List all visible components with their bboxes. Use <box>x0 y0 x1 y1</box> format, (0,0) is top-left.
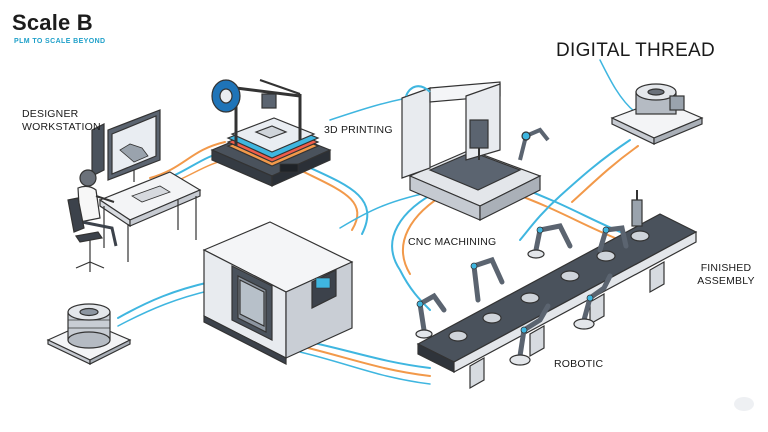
3d-printer-icon <box>212 80 330 186</box>
label-finished-assembly: FINISHED ASSEMBLY <box>696 262 756 288</box>
page-title: DIGITAL THREAD <box>556 40 715 62</box>
finished-part-icon <box>612 84 702 144</box>
label-cnc-machining: CNC MACHINING <box>408 236 496 249</box>
brand-tagline: PLM TO SCALE BEYOND <box>14 38 105 45</box>
label-designer-workstation: DESIGNER WORKSTATION <box>22 108 112 134</box>
cnc-lathe-icon <box>204 222 352 364</box>
label-robotic: ROBOTIC <box>554 358 603 371</box>
stock-part-icon <box>48 304 130 364</box>
designer-workstation-icon <box>68 110 200 272</box>
corner-mark-icon <box>734 397 754 411</box>
label-3d-printing: 3D PRINTING <box>324 124 393 137</box>
brand-logo-name: Scale B <box>12 10 93 36</box>
